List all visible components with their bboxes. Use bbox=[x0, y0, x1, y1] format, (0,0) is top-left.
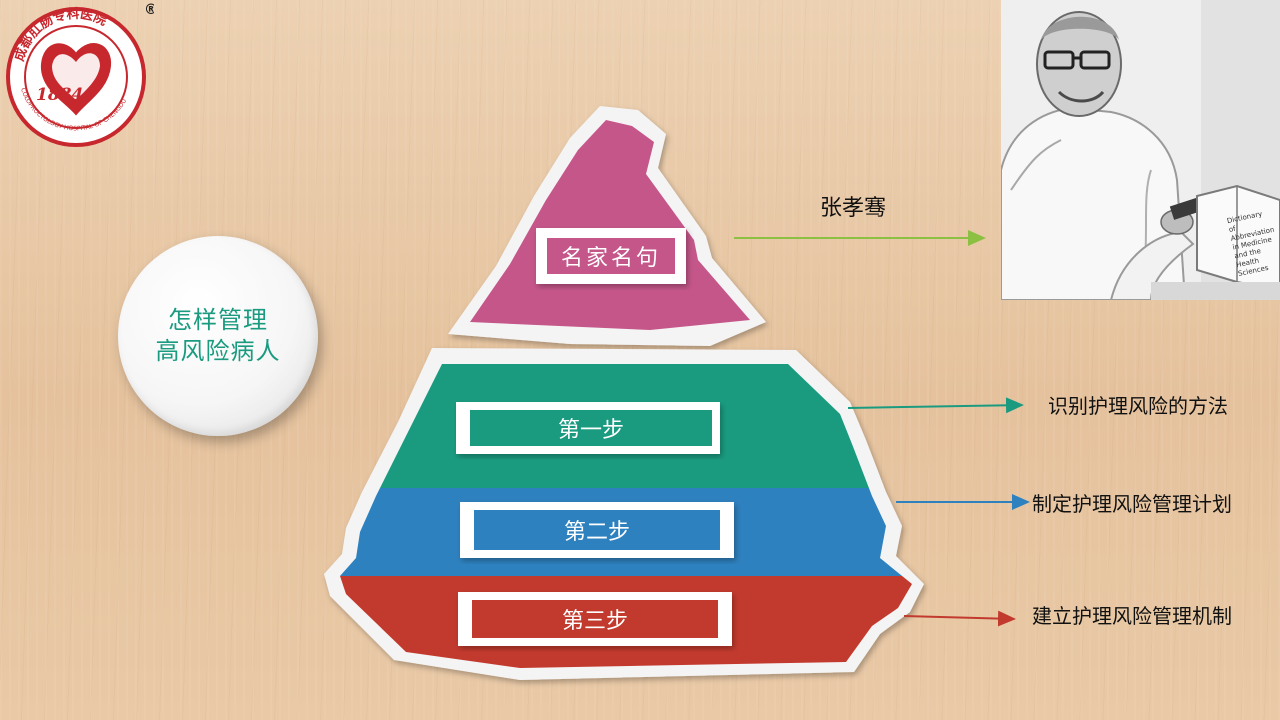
hospital-logo: 1884 ® 成都肛肠专科医院 COLOPROCTOLOGY HOSPITAL … bbox=[4, 2, 158, 148]
registered-mark: ® bbox=[144, 2, 154, 18]
topic-line-2: 高风险病人 bbox=[155, 337, 281, 365]
risk-pyramid: 名家名句 第一步 第二步 第三步 bbox=[320, 96, 940, 696]
step-3-description: 建立护理风险管理机制 bbox=[1032, 604, 1232, 628]
step-1-description: 识别护理风险的方法 bbox=[1048, 394, 1228, 418]
person-photo: Dictionary of Abbreviations in Medicine … bbox=[1001, 0, 1280, 300]
pyramid-top-label: 名家名句 bbox=[560, 246, 661, 271]
person-name: 张孝骞 bbox=[820, 196, 887, 221]
step-3-label: 第三步 bbox=[561, 609, 628, 634]
step-2-label: 第二步 bbox=[563, 520, 630, 545]
topic-line-1: 怎样管理 bbox=[168, 306, 268, 334]
topic-circle: 怎样管理 高风险病人 bbox=[118, 236, 318, 436]
logo-year: 1884 bbox=[36, 85, 83, 105]
step-1-label: 第一步 bbox=[557, 418, 624, 443]
pyramid-top-segment bbox=[470, 120, 750, 330]
step-2-description: 制定护理风险管理计划 bbox=[1032, 492, 1232, 516]
